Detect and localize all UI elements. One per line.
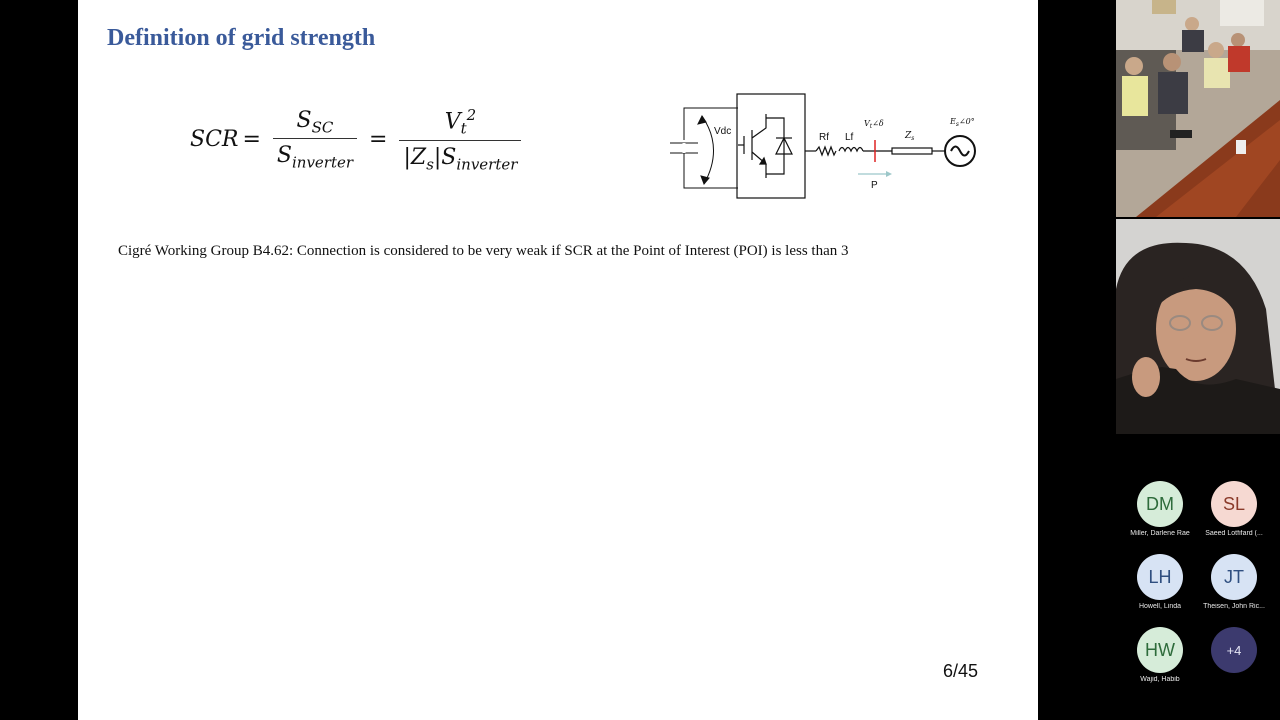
inverter-circuit-diagram: Vdc Rf Lf Vt∠δ Zs E (670, 93, 976, 199)
lf-label: Lf (845, 132, 854, 143)
grid-line (805, 135, 976, 167)
participant-tile[interactable]: HW Wajid, Habib (1124, 627, 1196, 683)
es-label: Es∠0° (949, 117, 975, 128)
avatar: HW (1137, 627, 1183, 673)
fraction-2-denominator: |Zs|Sinverter (399, 139, 522, 173)
speaker-video[interactable] (1116, 219, 1280, 434)
power-flow-arrowhead (886, 171, 892, 177)
room-video-frame (1116, 0, 1280, 217)
avatar: LH (1137, 554, 1183, 600)
participant-name: Theisen, John Ric... (1203, 603, 1265, 610)
speaker-video-frame (1116, 219, 1280, 434)
formula-equals-1: = (242, 127, 261, 153)
participant-tile[interactable]: JT Theisen, John Ric... (1198, 554, 1270, 610)
cigre-statement: Cigré Working Group B4.62: Connection is… (118, 243, 849, 259)
vt-label: Vt∠δ (864, 119, 884, 130)
slide-title: Definition of grid strength (107, 25, 376, 51)
presentation-slide: Definition of grid strength SCR = SSC Si… (78, 0, 1038, 720)
participant-tile[interactable]: SL Saeed Lotfifard (... (1198, 481, 1270, 537)
avatar: JT (1211, 554, 1257, 600)
fraction-2-numerator: Vt2 (444, 106, 477, 138)
igbt-switch-symbol (736, 93, 806, 199)
more-participants-button[interactable]: +4 (1198, 627, 1270, 673)
more-participants-count: +4 (1211, 627, 1257, 673)
participant-name: Miller, Darlene Rae (1130, 530, 1190, 537)
zs-label: Zs (904, 131, 914, 142)
fraction-1: SSC Sinverter (272, 107, 358, 171)
formula-lhs: SCR (190, 127, 239, 153)
participant-tile[interactable]: LH Howell, Linda (1124, 554, 1196, 610)
participant-tile[interactable]: DM Miller, Darlene Rae (1124, 481, 1196, 537)
avatar: SL (1211, 481, 1257, 527)
dc-link-capacitor (670, 107, 738, 189)
participant-name: Howell, Linda (1138, 603, 1182, 610)
avatar: DM (1137, 481, 1183, 527)
participant-name: Wajid, Habib (1140, 676, 1180, 683)
formula-equals-2: = (369, 127, 388, 153)
rf-label: Rf (819, 132, 829, 143)
vdc-label: Vdc (714, 126, 731, 137)
scr-formula: SCR = SSC Sinverter = Vt2 |Zs|Sinverter (190, 106, 529, 173)
participant-name: Saeed Lotfifard (... (1205, 530, 1263, 537)
fraction-1-denominator: Sinverter (272, 138, 358, 171)
fraction-1-numerator: SSC (296, 107, 334, 137)
fraction-2: Vt2 |Zs|Sinverter (399, 106, 522, 173)
page-number: 6/45 (943, 661, 979, 681)
p-label: P (871, 180, 878, 191)
conference-room-video[interactable] (1116, 0, 1280, 217)
